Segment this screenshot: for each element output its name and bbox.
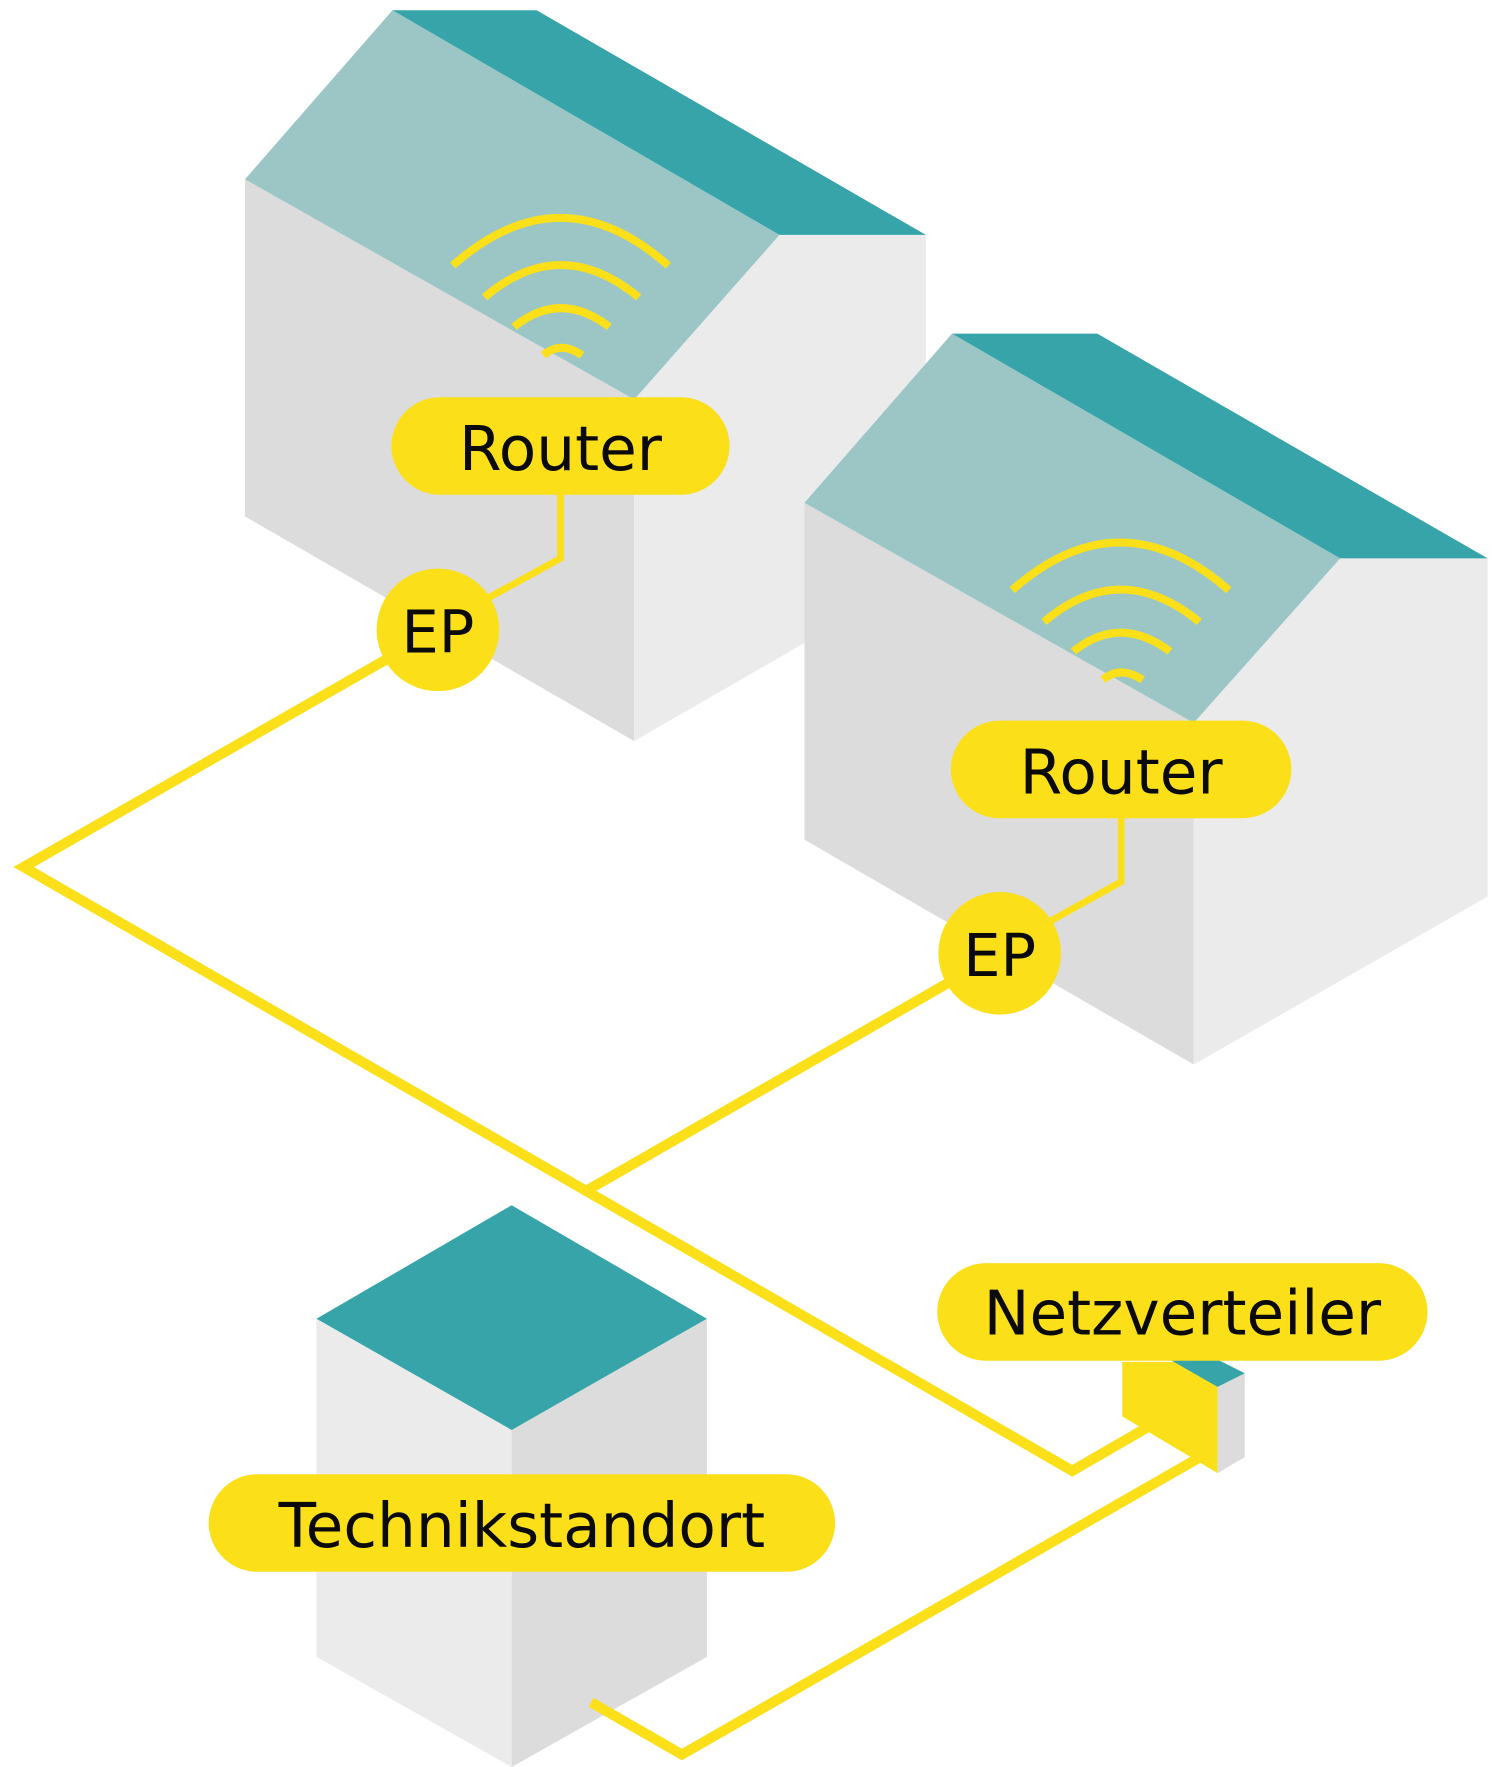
cables [13,476,1207,1761]
house-2-roof-ridge [952,333,1488,559]
box-side [1217,1373,1245,1474]
technikstandort-label-text: Technikstandort [278,1491,765,1562]
ep-badge-2: EP [938,892,1061,1015]
box-front [1122,1361,1218,1474]
router-label-2-text: Router [1020,737,1224,808]
house-2 [804,333,1488,1065]
wifi-icon [1009,538,1232,684]
ep-badge-2-text: EP [963,921,1036,990]
netzverteiler-label-text: Netzverteiler [984,1279,1382,1350]
netzverteiler-label: Netzverteiler [937,1263,1428,1361]
netzverteiler-box [1122,1359,1245,1474]
router-label-1-text: Router [459,414,663,485]
tower-top [316,1205,707,1430]
router-label-2: Router [950,720,1292,819]
box-top [1169,1359,1245,1387]
cable-netzverteiler-to-technikstandort [588,1450,1207,1761]
router2-link [1037,800,1125,931]
ep-badge-1-text: EP [401,598,474,667]
house-1-roof-ridge [392,10,926,235]
cable-house1-to-netzverteiler [13,625,1162,1477]
router1-link [475,476,564,607]
cable-house2-to-junction [586,948,1003,1194]
ep-badge-1: EP [376,568,500,692]
wifi-icon [450,214,671,359]
router-label-1: Router [391,397,730,495]
technikstandort-label: Technikstandort [208,1474,836,1572]
house-2-roof-front [804,333,1341,723]
house-2-right-wall [1193,558,1488,1065]
house-1-roof-front [244,10,780,400]
